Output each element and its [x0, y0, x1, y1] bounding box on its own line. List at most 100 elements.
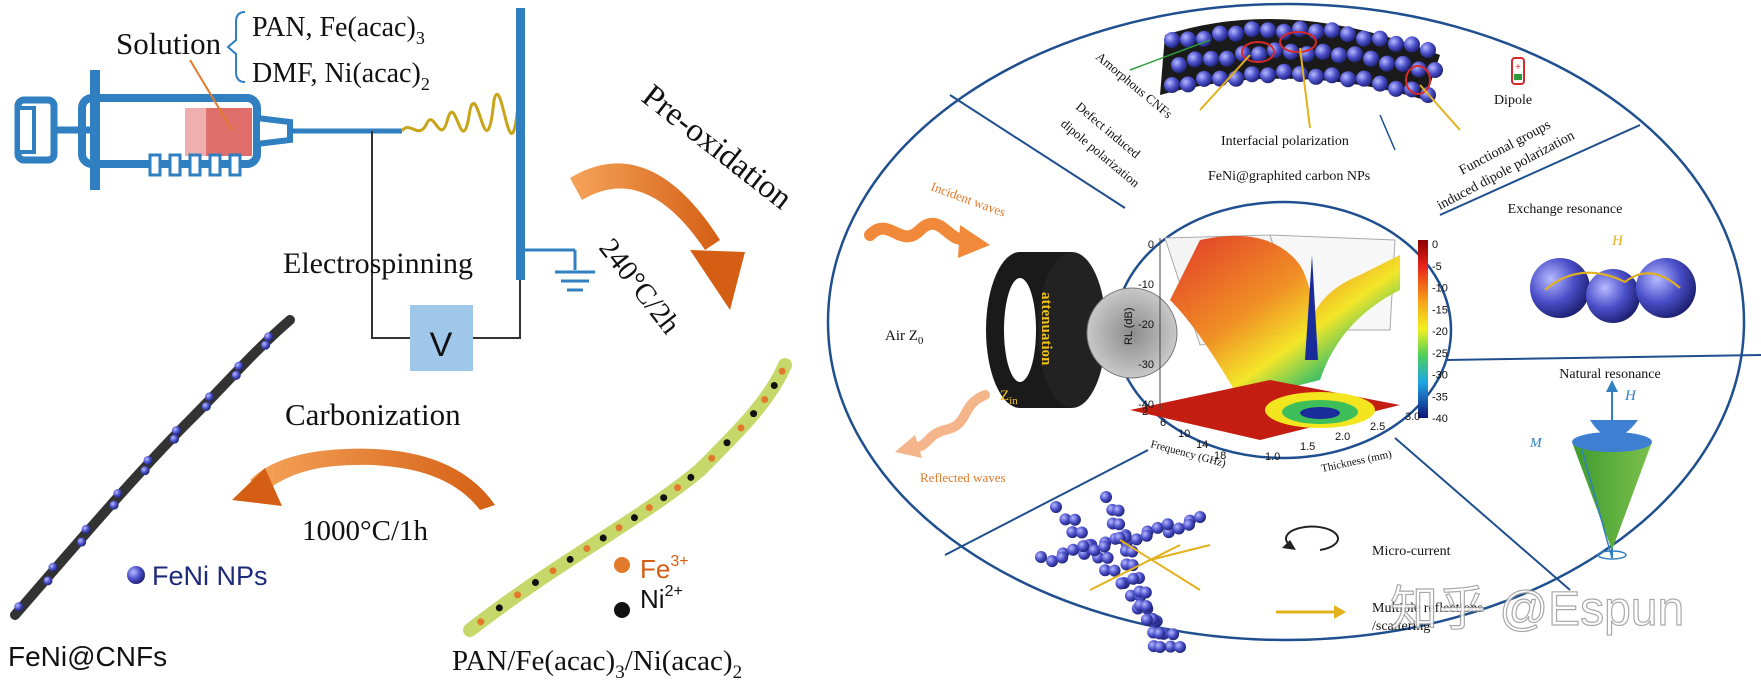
graphited-sphere — [1292, 66, 1308, 82]
fiber-sphere — [1099, 564, 1112, 577]
fiber-sphere — [1140, 613, 1153, 626]
colorbar-tick: -5 — [1432, 261, 1442, 273]
ion-dot — [645, 504, 653, 512]
zin-label: Zin — [1000, 388, 1018, 407]
fiber-sphere — [1067, 543, 1080, 556]
ion-dot — [495, 604, 503, 612]
feni-np-marker — [127, 566, 145, 584]
colorbar-tick: -25 — [1432, 348, 1448, 360]
x-tick: 18 — [1214, 450, 1226, 462]
fe-ion-marker — [614, 557, 630, 573]
graphited-sphere — [1331, 47, 1347, 64]
graphited-sphere — [1228, 70, 1244, 87]
ion-dot — [531, 579, 539, 586]
graphited-sphere — [1372, 75, 1388, 92]
precursor-fiber — [463, 358, 792, 637]
ion-dot — [778, 367, 786, 375]
y-tick: 2.5 — [1370, 421, 1385, 433]
colorbar-tick: -40 — [1432, 413, 1448, 425]
micro-current-arrowhead — [1282, 540, 1296, 550]
graphited-sphere — [1427, 62, 1443, 78]
dipole-label: Dipole — [1494, 93, 1532, 108]
colorbar-tick: -10 — [1432, 283, 1448, 295]
ground-icon — [555, 270, 595, 292]
sector-dividers — [944, 94, 1761, 591]
circuit-wire — [371, 131, 521, 339]
dipole-marker-2 — [1279, 31, 1317, 53]
fiber-sphere — [1153, 627, 1166, 640]
crossed-fibers — [1035, 491, 1206, 653]
exchange-sphere-2 — [1586, 269, 1640, 323]
ion-dot — [583, 545, 591, 553]
multiple-label-2: /scattering — [1372, 619, 1430, 634]
feni-sphere — [169, 434, 179, 444]
electrospinning-label: Electrospinning — [283, 247, 473, 280]
solution-line2: DMF, Ni(acac)2 — [252, 58, 430, 94]
exchange-h-label: H — [1611, 233, 1624, 249]
graphited-sphere — [1404, 36, 1420, 53]
dipole-icon: + — [1511, 57, 1525, 85]
collector-plate — [516, 8, 525, 280]
feni-leader — [1379, 114, 1396, 151]
fiber-sphere — [1164, 640, 1177, 653]
graphited-sphere — [1244, 21, 1260, 38]
graphited-sphere — [1372, 30, 1388, 47]
fiber-sphere — [1172, 522, 1185, 535]
feni-sphere — [43, 576, 53, 586]
feni-np-spheres — [14, 332, 274, 612]
solution-line1: PAN, Fe(acac)3 — [252, 12, 425, 48]
x-tick: 6 — [1160, 417, 1166, 429]
reflected-arrowhead — [895, 435, 922, 458]
colorbar-ticks: 0-5-10-15-20-25-30-35-40 — [1432, 239, 1448, 425]
graphited-sphere — [1292, 21, 1308, 37]
graphited-sphere — [1187, 51, 1203, 68]
ion-dot — [477, 618, 485, 626]
fiber-sphere — [1140, 529, 1153, 542]
fiber-sphere — [1075, 526, 1088, 539]
graphited-sphere — [1347, 46, 1363, 63]
y-axis-ticks: 1.01.52.02.53.0 — [1265, 411, 1420, 463]
ion-dot — [615, 524, 623, 532]
multiple-label-1: Multiple reflections — [1372, 601, 1483, 616]
ion-dot — [674, 484, 682, 492]
feni-sphere — [109, 500, 119, 510]
absorber-ring — [986, 252, 1106, 408]
graphited-sphere — [1308, 23, 1324, 40]
y-tick: 2.0 — [1335, 431, 1350, 443]
preoxidation-arrow — [570, 163, 720, 250]
amorphous-leader — [1129, 39, 1211, 71]
fiber-sphere — [1056, 551, 1069, 564]
fiber-sphere — [1066, 526, 1079, 539]
fe-ion-label: Fe3+ — [640, 553, 689, 584]
cnf-product-label: FeNi@CNFs — [8, 641, 167, 672]
dipole-marker-1 — [1241, 41, 1275, 63]
graphited-sphere — [1203, 50, 1219, 67]
ion-dot — [750, 410, 758, 418]
y-tick: 1.0 — [1265, 451, 1280, 463]
graphited-sphere — [1356, 30, 1372, 47]
colorbar-tick: 0 — [1432, 239, 1438, 251]
feni-graphited-label: FeNi@graphited carbon NPs — [1208, 169, 1370, 184]
ion-dot — [723, 439, 731, 447]
fiber-sphere — [1112, 504, 1125, 517]
natural-h-label: H — [1624, 388, 1637, 404]
ion-dot — [761, 396, 769, 404]
fiber-sphere — [1113, 518, 1126, 531]
graphited-sphere — [1164, 77, 1180, 93]
micro-current-icon — [1285, 525, 1339, 551]
air-label: Air Z0 — [885, 328, 924, 347]
graphited-sphere — [1379, 55, 1395, 72]
ion-dot — [514, 591, 522, 599]
ni-ion-marker — [614, 602, 630, 618]
fiber-sphere — [1035, 551, 1047, 563]
fiber-sphere — [1050, 501, 1062, 513]
tem-inset — [1086, 287, 1178, 379]
fiber-sphere — [1088, 544, 1101, 557]
z-tick: 0 — [1148, 239, 1154, 251]
graphited-sphere — [1212, 70, 1228, 87]
ion-dot — [708, 454, 716, 462]
graphited-sphere — [1260, 22, 1276, 39]
feni-nps-label: FeNi NPs — [152, 561, 268, 591]
graphited-sphere — [1276, 23, 1292, 40]
